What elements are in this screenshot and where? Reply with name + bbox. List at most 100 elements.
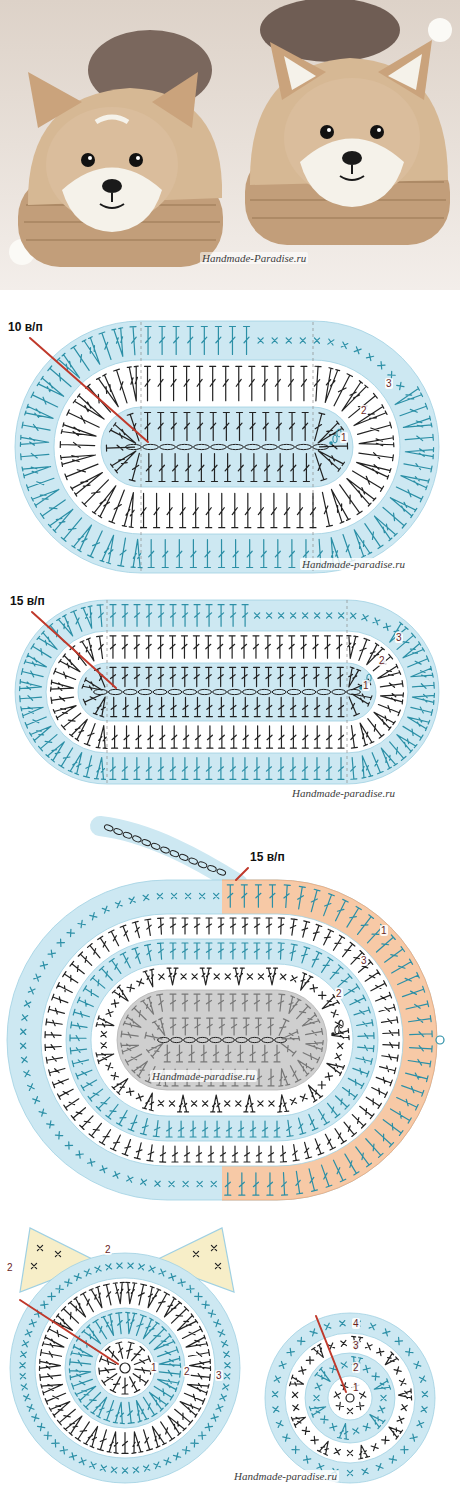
stitch-stroke [327, 613, 332, 618]
stitch-stroke [306, 1168, 317, 1191]
mouth [340, 165, 364, 180]
stitch-stroke [22, 1015, 28, 1021]
stitch-stroke [331, 1010, 338, 1017]
stitch-stroke [200, 968, 211, 985]
stitch-symbol [389, 1456, 396, 1463]
stitch-symbol [82, 337, 104, 367]
stitch-symbol [76, 1067, 93, 1079]
stitch-stroke [215, 1263, 220, 1268]
stitch-symbol [340, 942, 355, 958]
stitch-stroke [102, 1371, 119, 1385]
stitch-symbol [46, 1055, 63, 1064]
stitch-symbol [176, 540, 182, 568]
stitch-symbol [213, 1045, 219, 1062]
chain-stitch [132, 835, 142, 843]
stitch-stroke [106, 1063, 113, 1070]
stitch-symbol [94, 757, 107, 779]
stitch-stroke [99, 1128, 113, 1145]
stitch-symbol [134, 605, 140, 627]
stitch-stroke [314, 758, 320, 780]
stitch-symbol [357, 755, 373, 779]
stitch-stroke [24, 653, 48, 671]
stitch-stroke [277, 994, 285, 1011]
stitch-stroke [397, 382, 404, 389]
stitch-stroke [314, 726, 320, 748]
stitch-symbol [158, 366, 164, 400]
stitch-stroke [100, 1166, 107, 1173]
stitch-stroke [169, 1101, 174, 1106]
stitch-symbol [48, 1293, 55, 1300]
stitch-stroke [46, 1055, 63, 1064]
stitch-stroke [65, 1142, 72, 1149]
stitch-stroke [306, 1357, 313, 1364]
stitch-stroke [356, 1444, 370, 1459]
stitch-symbol [197, 1181, 202, 1186]
stitch-stroke [83, 986, 100, 1000]
stitch-stroke [285, 1120, 293, 1137]
stitch-symbol [202, 1121, 208, 1137]
stitch-symbol [258, 974, 263, 979]
stitch-stroke [48, 950, 55, 957]
stitch-stroke [78, 920, 85, 927]
stitch-symbol [395, 1337, 402, 1344]
stitch-stroke [397, 1416, 404, 1423]
stitch-stroke [141, 997, 159, 1017]
stitch-symbol [267, 968, 278, 985]
stitch-stroke [170, 994, 176, 1011]
stitch-symbol [375, 935, 396, 954]
stitch-symbol [301, 636, 307, 658]
stitch-stroke [172, 1146, 178, 1162]
stitch-symbol [113, 1171, 120, 1178]
stitch-symbol [158, 605, 164, 627]
stitch-symbol [369, 1323, 376, 1330]
chain-stitch [207, 864, 217, 872]
stitch-symbol [343, 984, 360, 998]
stitch-symbol [224, 1351, 230, 1357]
stitch-stroke [198, 454, 204, 482]
stitch-symbol [214, 1121, 220, 1137]
stitch-stroke [301, 636, 307, 658]
stitch-stroke [262, 366, 268, 400]
stitch-symbol [194, 697, 200, 716]
stitch-stroke [100, 534, 119, 564]
magic-ring [120, 1363, 130, 1373]
chain-stitch [236, 1037, 248, 1042]
stitch-symbol [355, 915, 373, 936]
stitch-stroke [158, 366, 164, 400]
stitch-symbol [324, 636, 330, 658]
stitch-stroke [267, 1173, 273, 1195]
stitch-symbol [381, 1395, 386, 1400]
stitch-stroke [275, 540, 281, 568]
stitch-stroke [310, 985, 317, 992]
stitch-symbol [378, 362, 385, 369]
head-chart [10, 1228, 240, 1483]
stitch-symbol [242, 758, 248, 780]
stitch-symbol [55, 1132, 62, 1139]
stitch-stroke [218, 605, 224, 627]
stitch-symbol [242, 994, 248, 1011]
stitch-stroke [405, 446, 434, 458]
stitch-stroke [113, 1282, 125, 1304]
stitch-symbol [309, 951, 321, 968]
stitch-symbol [162, 540, 168, 568]
stitch-stroke [347, 1470, 352, 1475]
stitch-symbol [363, 1365, 370, 1372]
stitch-symbol [281, 1030, 300, 1045]
stitch-symbol [379, 1064, 396, 1074]
stitch-symbol [313, 366, 321, 401]
stitch-stroke [206, 493, 212, 527]
ear [152, 72, 198, 128]
stitch-symbol [120, 952, 133, 969]
stitch-stroke [338, 758, 344, 780]
stitch-stroke [357, 1402, 364, 1409]
stitch-stroke [318, 1439, 334, 1455]
stitch-symbol [111, 1134, 123, 1151]
stitch-symbol [219, 1018, 225, 1035]
stitch-stroke [341, 1362, 347, 1368]
stitch-stroke [269, 1101, 274, 1106]
stitch-symbol [374, 992, 391, 1003]
stitch-stroke [276, 1019, 288, 1037]
stitch-symbol [277, 667, 283, 686]
stitch-symbol [206, 697, 212, 716]
stitch-stroke [82, 337, 104, 367]
